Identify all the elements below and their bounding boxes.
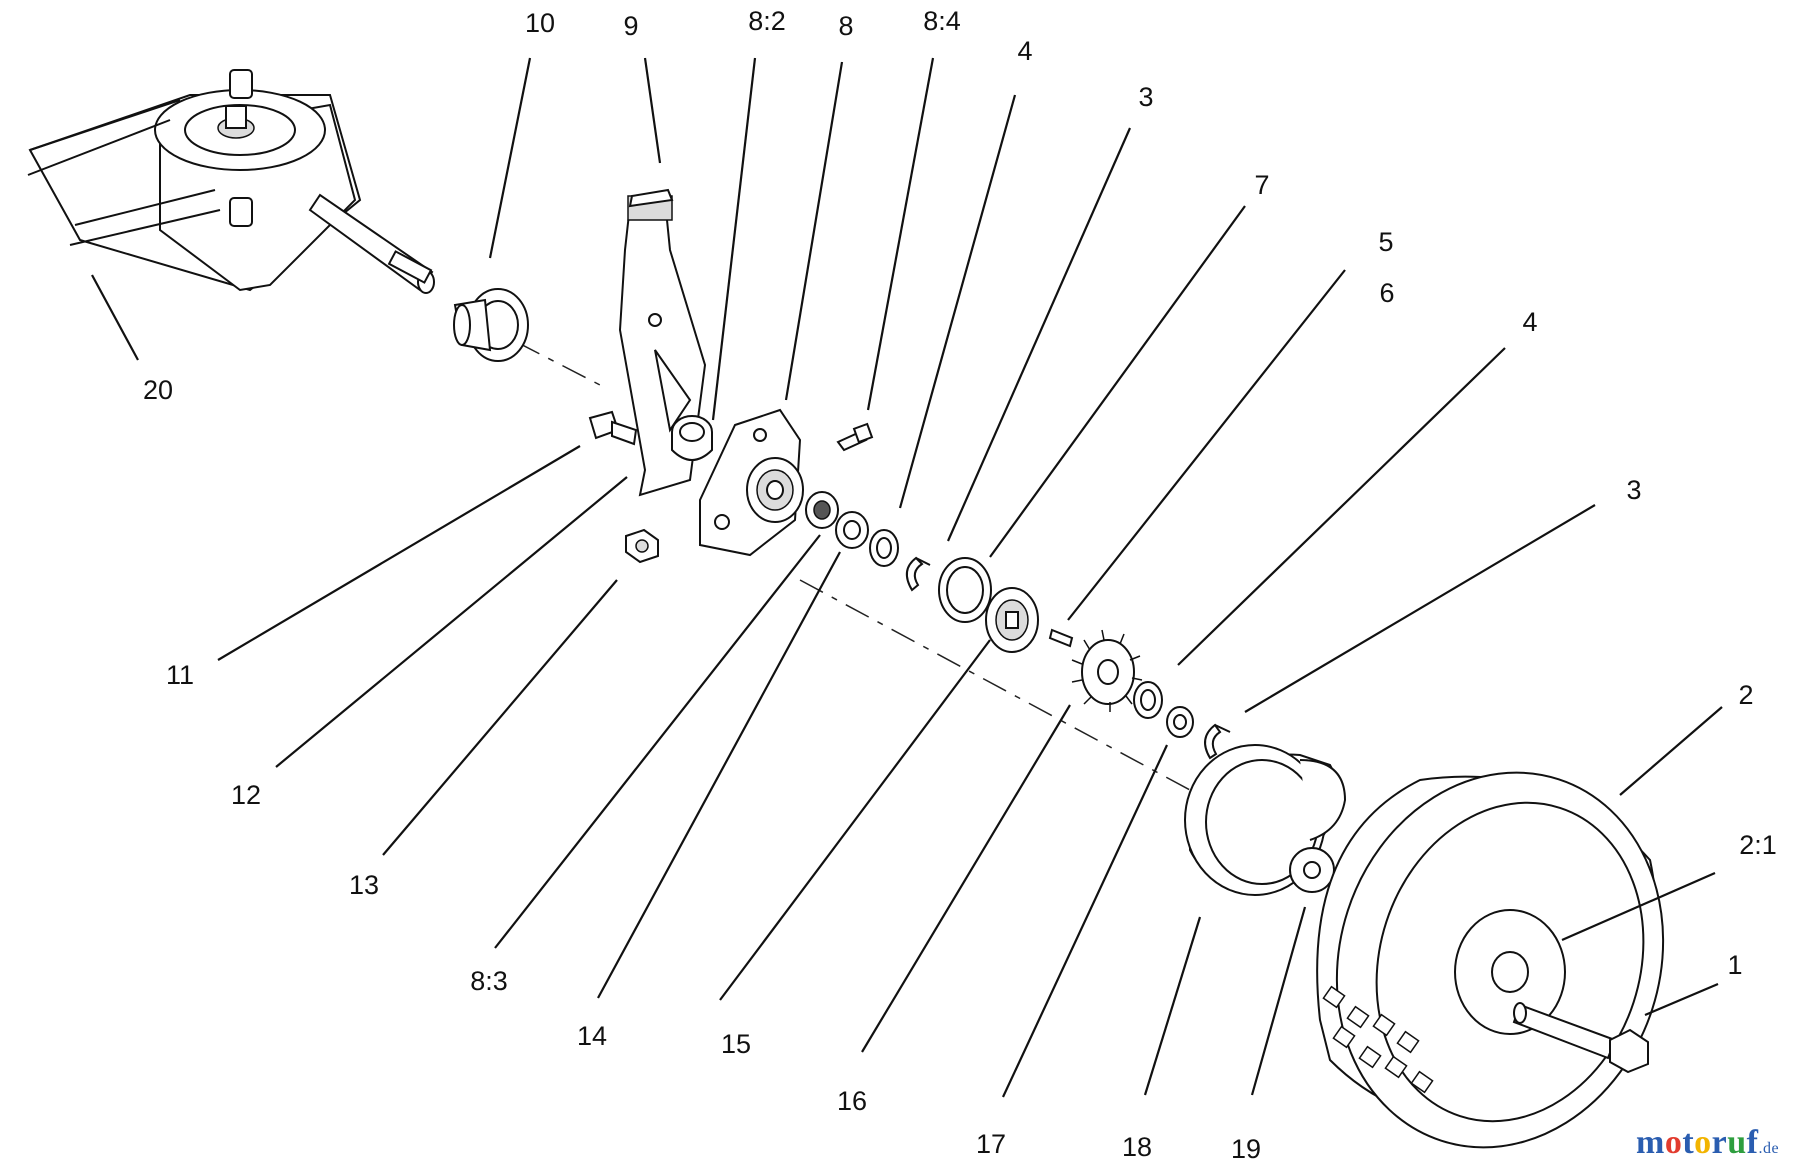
callout-labels: 10 9 8:2 8 8:4 4 3 7 5 6 4 3 2 2:1 1 20 … <box>143 6 1777 1164</box>
callout-6: 6 <box>1379 278 1394 308</box>
spacer-ring <box>1166 706 1194 738</box>
ratchet-hub-part-5 <box>985 587 1039 653</box>
watermark-letter: r <box>1711 1124 1728 1161</box>
callout-3a: 3 <box>1138 82 1153 112</box>
leader-7 <box>989 205 1246 558</box>
callout-2-1: 2:1 <box>1739 830 1777 860</box>
e-clip-part-3-lower <box>1204 723 1231 760</box>
watermark-suffix: .de <box>1758 1140 1780 1157</box>
leader-8-2 <box>711 57 757 421</box>
leader-17 <box>1002 744 1168 1098</box>
seal-part-7 <box>938 557 992 623</box>
leader-1 <box>1644 982 1719 1017</box>
watermark-letter: o <box>1664 1124 1683 1161</box>
callout-4b: 4 <box>1522 307 1537 337</box>
callout-17: 17 <box>976 1129 1006 1159</box>
callout-10: 10 <box>525 8 555 38</box>
callout-13: 13 <box>349 870 379 900</box>
leader-8-4 <box>866 57 935 411</box>
leader-3a <box>946 127 1132 542</box>
leader-10 <box>488 57 532 259</box>
leader-16 <box>861 704 1071 1053</box>
spacer-part-8-2 <box>671 415 713 461</box>
leader-18 <box>1143 916 1202 1096</box>
watermark-letter: f <box>1746 1124 1759 1161</box>
transmission-assembly <box>27 69 435 294</box>
callout-2: 2 <box>1738 680 1753 710</box>
callout-14: 14 <box>577 1021 607 1051</box>
leader-12 <box>275 476 628 768</box>
bracket-assembly-part-8 <box>699 408 804 557</box>
callout-8: 8 <box>838 11 853 41</box>
callout-15: 15 <box>721 1029 751 1059</box>
watermark-letter: t <box>1682 1124 1695 1161</box>
bushing-part-10 <box>453 288 529 362</box>
leader-15 <box>719 639 991 1001</box>
callout-20: 20 <box>143 375 173 405</box>
callout-7: 7 <box>1254 170 1269 200</box>
leader-2 <box>1619 706 1723 796</box>
leader-5 <box>1067 269 1346 621</box>
callout-11: 11 <box>166 660 194 690</box>
leader-3b <box>1244 504 1596 713</box>
leader-4b <box>1177 347 1506 666</box>
pinion-gear-part-17 <box>1071 629 1143 712</box>
tire-tread-pattern <box>1322 985 1434 1094</box>
wheel-part-2 <box>1316 771 1665 1149</box>
watermark-letter: m <box>1636 1124 1665 1161</box>
leader-9 <box>643 57 662 164</box>
washer-part-19 <box>1289 847 1335 893</box>
leader-14 <box>597 551 841 999</box>
leader-4a <box>898 94 1017 509</box>
callout-16: 16 <box>837 1086 867 1116</box>
axle-bolt-part-1 <box>1512 1002 1649 1074</box>
leader-20 <box>91 274 139 361</box>
callout-9: 9 <box>623 11 638 41</box>
leader-lines <box>91 57 1723 1098</box>
callout-8-3: 8:3 <box>470 966 508 996</box>
leader-11 <box>217 445 581 661</box>
callout-8-2: 8:2 <box>748 6 786 36</box>
leader-19 <box>1250 906 1307 1096</box>
nut-part-13 <box>625 528 659 564</box>
key-part-6 <box>1048 628 1074 648</box>
e-clip-part-3-upper <box>905 556 931 592</box>
callout-12: 12 <box>231 780 261 810</box>
leader-8-3 <box>494 534 821 949</box>
leader-8 <box>784 61 844 401</box>
callout-18: 18 <box>1122 1132 1152 1162</box>
callout-8-4: 8:4 <box>923 6 961 36</box>
leader-2-1 <box>1561 871 1716 942</box>
callout-5: 5 <box>1378 227 1393 257</box>
screw-part-8-4 <box>836 422 874 452</box>
callout-1: 1 <box>1727 950 1742 980</box>
bolt-part-11 <box>588 410 638 446</box>
callout-4a: 4 <box>1017 36 1032 66</box>
watermark-letter: u <box>1727 1124 1747 1161</box>
watermark-letter: o <box>1694 1124 1712 1161</box>
bearing-part-8-3 <box>805 491 839 529</box>
callout-19: 19 <box>1231 1134 1261 1164</box>
retaining-ring-part-4-upper <box>869 529 899 567</box>
retaining-ring-part-4-lower <box>1133 681 1163 719</box>
callout-3b: 3 <box>1626 475 1641 505</box>
motoruf-watermark: motoruf.de <box>1636 1124 1779 1162</box>
washer-part-14 <box>835 511 869 549</box>
leader-13 <box>382 579 618 856</box>
